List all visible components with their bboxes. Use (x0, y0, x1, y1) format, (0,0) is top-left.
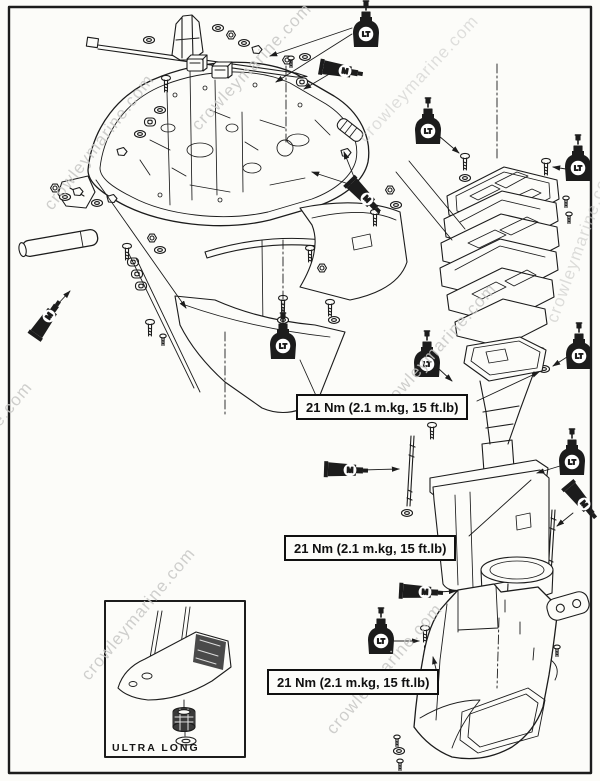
torque-spec-label-1: 21 Nm (2.1 m.kg, 15 ft.lb) (296, 394, 469, 420)
grease-tube-icon: M (317, 58, 365, 83)
svg-text:M: M (341, 66, 349, 76)
svg-text:M: M (421, 587, 428, 596)
grease-tube-icon: M (26, 296, 67, 343)
torque-spec-label-2: 21 Nm (2.1 m.kg, 15 ft.lb) (284, 535, 457, 561)
page-border (7, 5, 593, 775)
loctite-icon: LT (367, 607, 395, 655)
svg-text:LT: LT (568, 460, 577, 467)
loctite-icon: LT (269, 312, 297, 360)
svg-text:M: M (347, 465, 354, 474)
svg-text:LT: LT (574, 166, 583, 173)
svg-text:M: M (43, 310, 54, 321)
svg-text:LT: LT (575, 354, 584, 361)
loctite-icon: LT (564, 134, 592, 182)
grease-tube-icon: M (342, 174, 386, 219)
grease-tube-icon: M (560, 478, 600, 524)
svg-text:LT: LT (424, 129, 433, 136)
exhaust-plate-stack (439, 166, 560, 348)
loctite-icon: LT (558, 428, 586, 476)
torque-spec-label-3: 21 Nm (2.1 m.kg, 15 ft.lb) (267, 669, 440, 695)
loctite-icon: LT (352, 0, 380, 48)
upper-casing-assembly (18, 14, 408, 414)
centerlines (224, 63, 500, 689)
svg-text:LT: LT (279, 344, 288, 351)
grease-tube-icon: M (323, 460, 369, 480)
loctite-icon: LT (414, 97, 442, 145)
loctite-icon: LT (413, 330, 441, 378)
grease-tube-icon: M (398, 582, 444, 602)
lower-casing (413, 583, 558, 760)
inset-caption: ULTRA LONG (112, 742, 200, 754)
loctite-icon: LT (565, 322, 593, 370)
svg-text:LT: LT (377, 639, 386, 646)
svg-text:LT: LT (362, 32, 371, 39)
inset-ultra-long (104, 600, 246, 758)
anode-plate (546, 591, 590, 621)
svg-text:LT: LT (423, 362, 432, 369)
leader-lines (55, 27, 574, 670)
